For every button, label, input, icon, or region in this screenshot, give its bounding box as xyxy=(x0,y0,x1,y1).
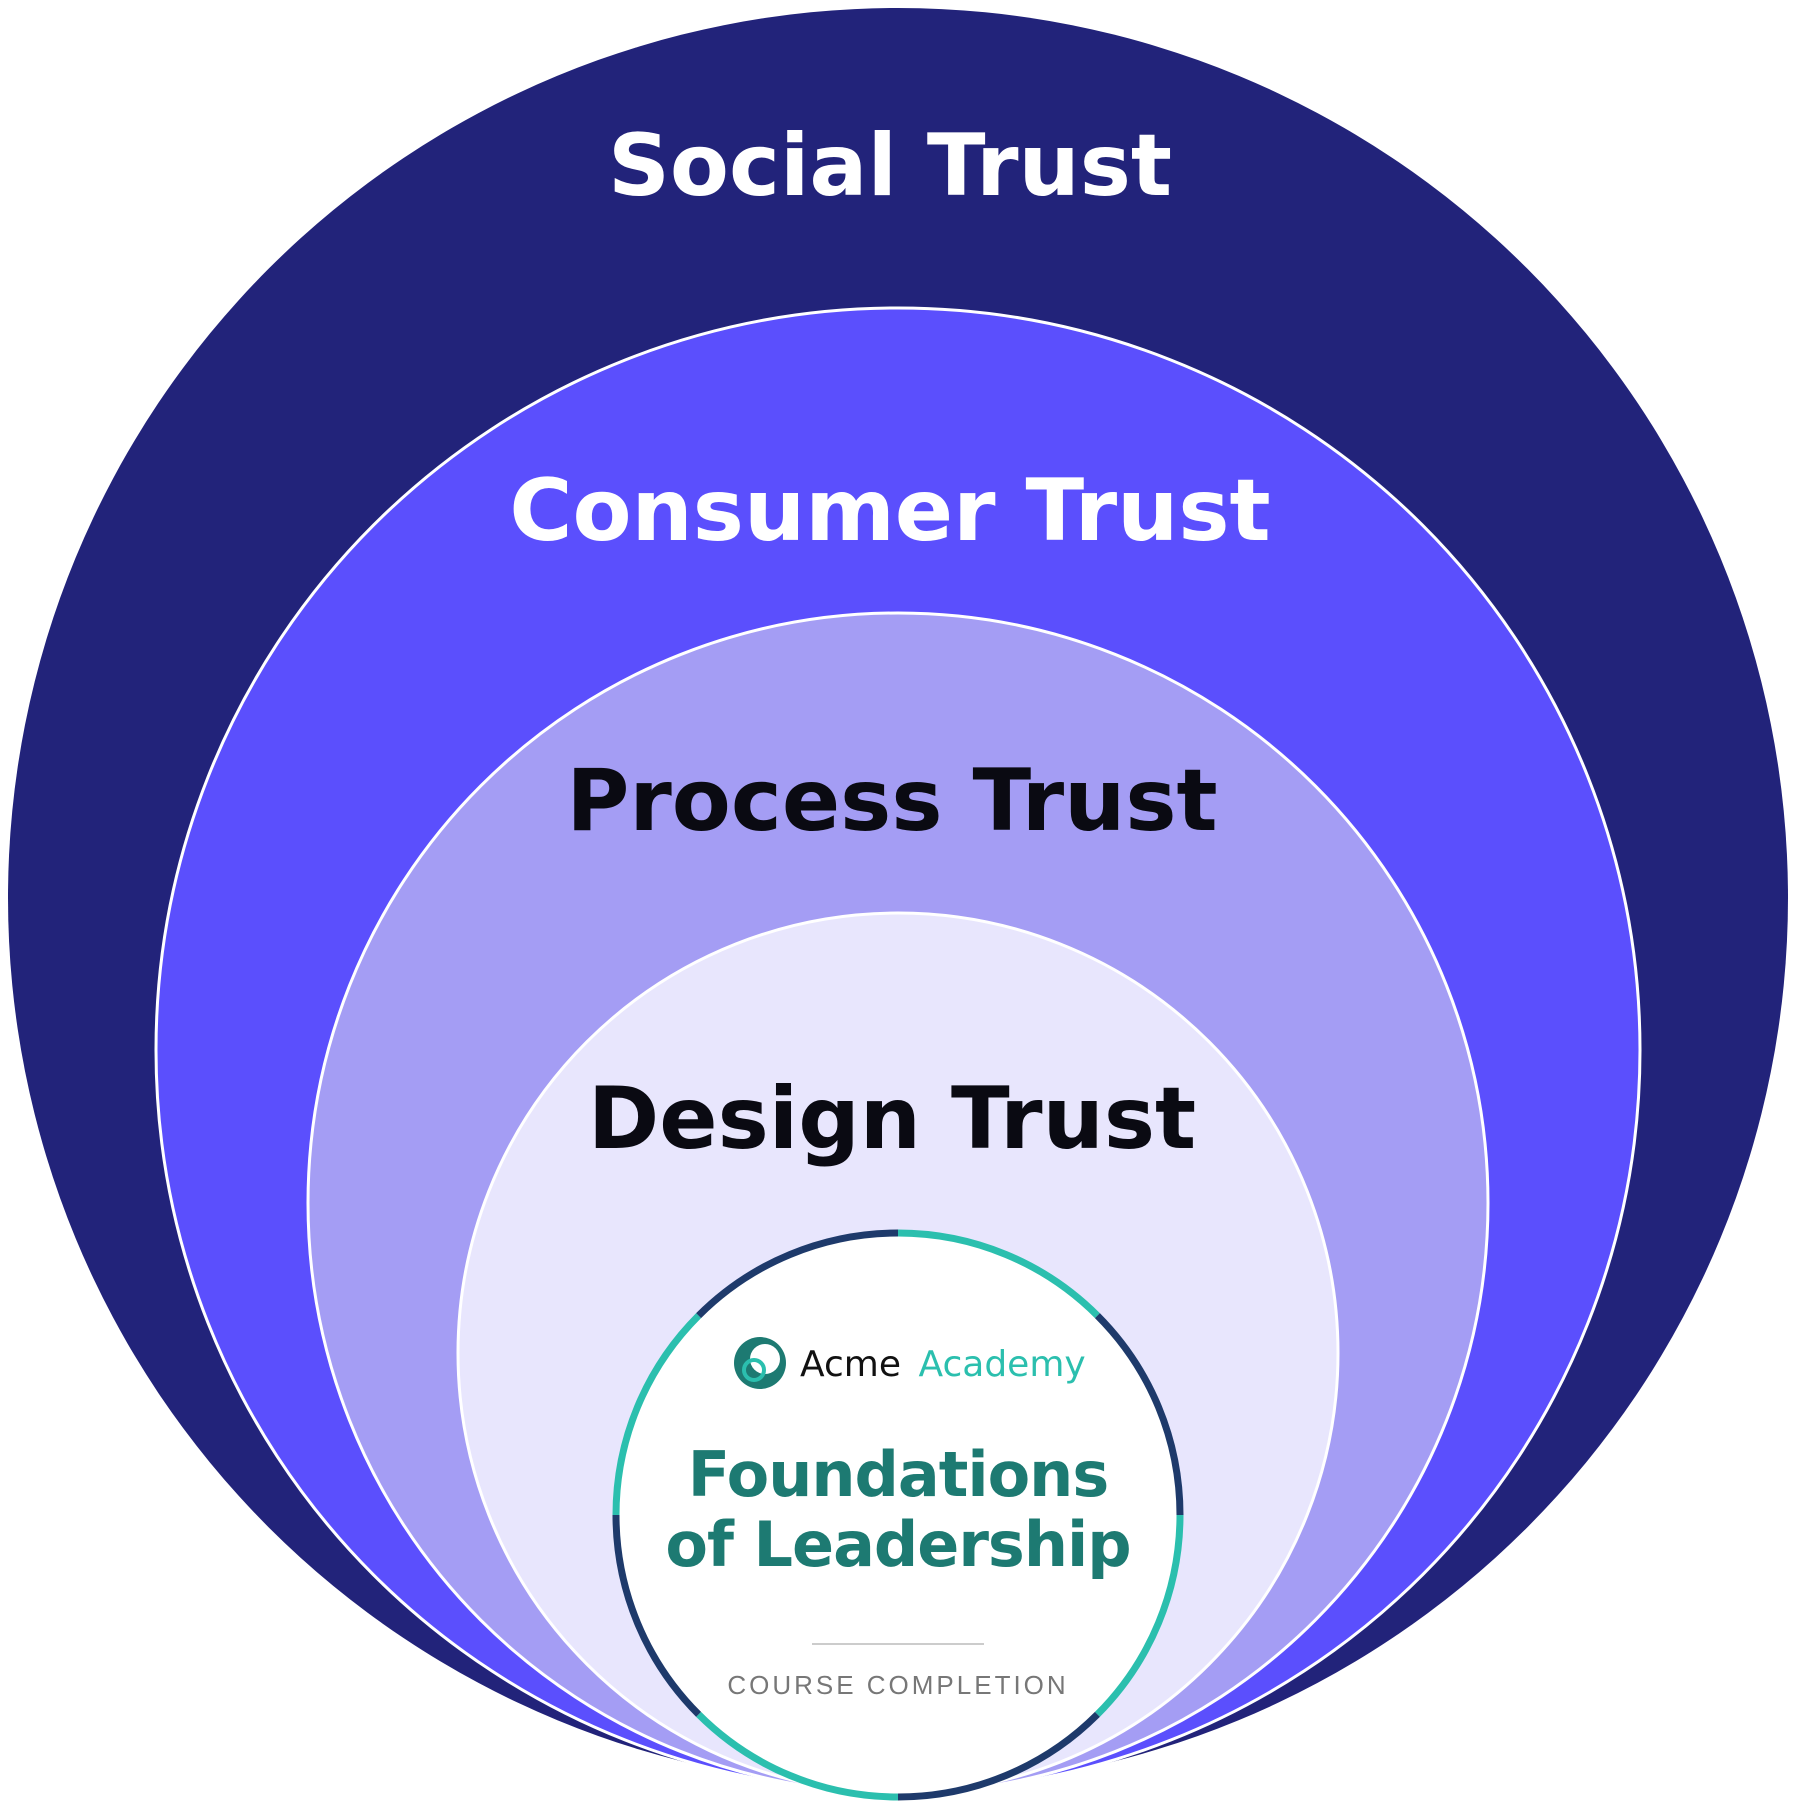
ring-label-social-trust: Social Trust xyxy=(608,116,1172,216)
trust-rings xyxy=(8,8,1788,1795)
badge-title-line-1: Foundations xyxy=(688,1438,1108,1511)
acme-ring-logo-icon xyxy=(734,1337,786,1389)
ring-label-design-trust: Design Trust xyxy=(588,1069,1196,1169)
ring-label-process-trust: Process Trust xyxy=(566,751,1217,851)
badge-border-segment xyxy=(1094,1514,1184,1717)
badge-border-segment xyxy=(897,1229,1100,1319)
badge-border-segment xyxy=(696,1711,899,1801)
brand-primary: Acme xyxy=(800,1344,901,1385)
badge-border-segment xyxy=(696,1229,899,1319)
badge-border-segment xyxy=(612,1514,702,1717)
badge-border-segment xyxy=(612,1313,702,1516)
ring-label-consumer-trust: Consumer Trust xyxy=(509,461,1270,561)
course-completion-badge: Acme Academy Foundations of Leadership C… xyxy=(612,1229,1184,1801)
brand-secondary: Academy xyxy=(918,1344,1085,1385)
badge-title-line-2: of Leadership xyxy=(665,1508,1130,1581)
badge-border-segment xyxy=(897,1711,1100,1801)
badge-border-segment xyxy=(1094,1313,1184,1516)
badge-brand-name: Acme Academy xyxy=(800,1344,1086,1385)
badge-segmented-border xyxy=(612,1229,1184,1801)
badge-caption: COURSE COMPLETION xyxy=(727,1670,1068,1700)
